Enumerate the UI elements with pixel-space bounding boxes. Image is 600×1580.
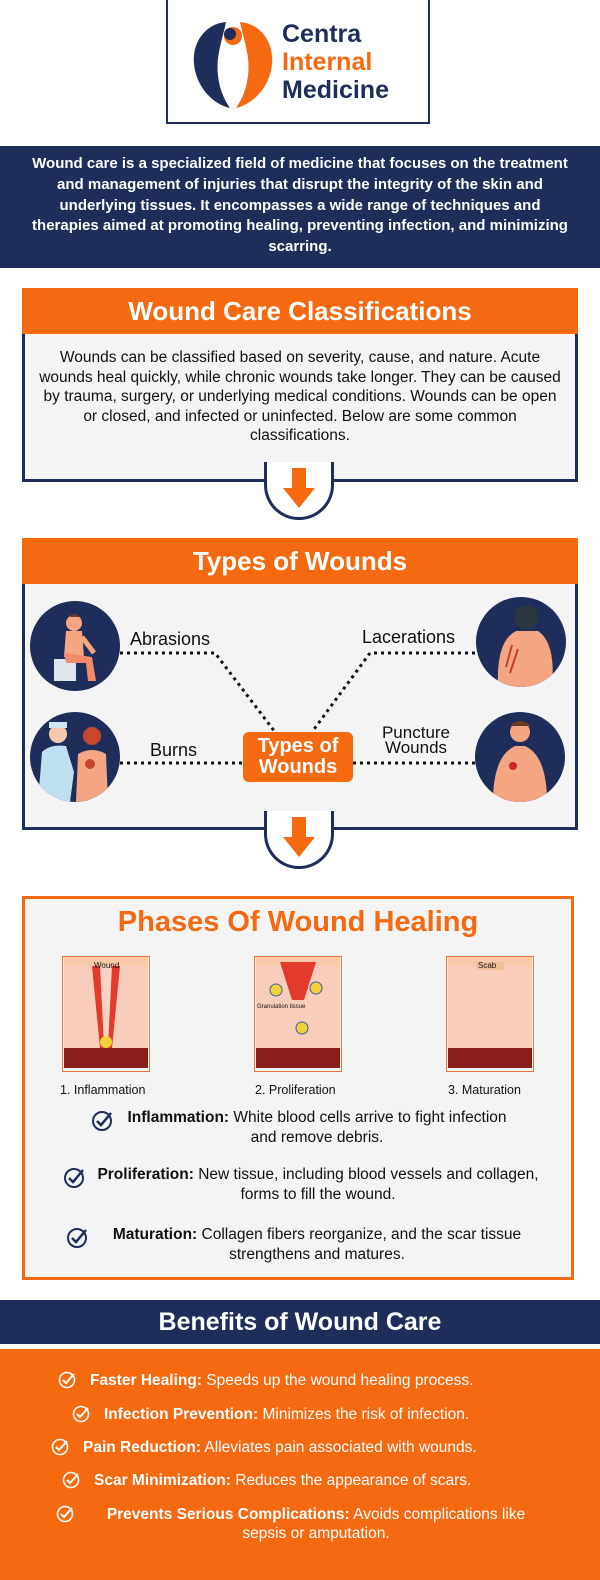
wound-image-label: Wound bbox=[94, 961, 119, 970]
benefit-term: Infection Prevention: bbox=[104, 1406, 259, 1423]
benefit-desc: Minimizes the risk of infection. bbox=[258, 1406, 470, 1423]
check-icon bbox=[64, 1168, 84, 1188]
classifications-title: Wound Care Classifications bbox=[22, 288, 578, 334]
burns-image bbox=[30, 712, 120, 802]
arrow-down-2 bbox=[264, 811, 334, 869]
logo-icon bbox=[193, 22, 273, 108]
arrow-down-icon bbox=[283, 468, 315, 508]
person-front-icon bbox=[493, 721, 547, 802]
benefit-term: Faster Healing: bbox=[90, 1372, 202, 1389]
benefit-item-scar-minimization: Scar Minimization: Reduces the appearanc… bbox=[94, 1471, 544, 1490]
check-icon bbox=[51, 1438, 69, 1456]
logo-line-2: Internal bbox=[282, 48, 373, 76]
doctor-patient-icon bbox=[38, 722, 108, 802]
benefit-desc: Speeds up the wound healing process. bbox=[201, 1372, 474, 1389]
maturation-image: Scab bbox=[446, 956, 534, 1072]
check-icon bbox=[72, 1405, 90, 1423]
benefit-item-infection-prevention: Infection Prevention: Minimizes the risk… bbox=[104, 1405, 534, 1424]
phase-caption-1: 1. Inflammation bbox=[60, 1083, 146, 1097]
benefits-panel bbox=[0, 1349, 600, 1580]
benefit-desc: Alleviates pain associated with wounds. bbox=[200, 1439, 477, 1456]
check-icon bbox=[56, 1505, 74, 1523]
phase-item-maturation: Maturation: Collagen fibers reorganize, … bbox=[99, 1225, 535, 1264]
type-burns-label: Burns bbox=[150, 740, 198, 760]
phase-term: Maturation: bbox=[112, 1226, 198, 1243]
abrasions-image bbox=[30, 601, 120, 691]
benefit-item-pain-reduction: Pain Reduction: Alleviates pain associat… bbox=[83, 1438, 553, 1457]
phase-caption-2: 2. Proliferation bbox=[255, 1083, 336, 1097]
granulation-image-label: Granulation tissue bbox=[257, 1004, 306, 1010]
check-icon bbox=[67, 1228, 87, 1248]
benefits-title: Benefits of Wound Care bbox=[0, 1300, 600, 1344]
benefit-term: Pain Reduction: bbox=[83, 1439, 201, 1456]
types-title: Types of Wounds bbox=[22, 538, 578, 584]
phases-title: Phases Of Wound Healing bbox=[117, 906, 479, 938]
logo-line-1: Centra bbox=[282, 20, 362, 48]
benefit-desc: Avoids complications like sepsis or ampu… bbox=[242, 1506, 526, 1542]
type-puncture-label: Puncture Wounds bbox=[381, 723, 451, 757]
check-icon bbox=[92, 1111, 112, 1131]
arrow-down-1 bbox=[264, 462, 334, 520]
check-icon bbox=[58, 1371, 76, 1389]
person-back-icon bbox=[497, 605, 553, 687]
type-abrasions-label: Abrasions bbox=[130, 629, 211, 649]
phase-item-inflammation: Inflammation: White blood cells arrive t… bbox=[124, 1108, 510, 1147]
scab-image-label: Scab bbox=[478, 961, 497, 970]
phase-desc: New tissue, including blood vessels and … bbox=[193, 1166, 539, 1203]
phase-item-proliferation: Proliferation: New tissue, including blo… bbox=[96, 1165, 540, 1204]
phase-desc: Collagen fibers reorganize, and the scar… bbox=[197, 1226, 522, 1263]
lacerations-image bbox=[476, 597, 566, 687]
logo-text: Centra Internal Medicine bbox=[282, 20, 389, 104]
benefit-term: Prevents Serious Complications: bbox=[106, 1506, 350, 1523]
person-sitting-icon bbox=[54, 614, 96, 681]
check-icon bbox=[62, 1471, 80, 1489]
phase-caption-3: 3. Maturation bbox=[448, 1083, 521, 1097]
intro-banner: Wound care is a specialized field of med… bbox=[0, 146, 600, 268]
logo-box: Centra Internal Medicine bbox=[166, 0, 430, 124]
type-lacerations-label: Lacerations bbox=[362, 627, 456, 647]
benefit-item-faster-healing: Faster Healing: Speeds up the wound heal… bbox=[90, 1371, 550, 1390]
classifications-text: Wounds can be classified based on severi… bbox=[39, 349, 561, 444]
benefit-item-prevents-complications: Prevents Serious Complications: Avoids c… bbox=[88, 1505, 544, 1543]
proliferation-image: Granulation tissue bbox=[254, 956, 342, 1072]
phase-desc: White blood cells arrive to fight infect… bbox=[229, 1109, 507, 1146]
phase-term: Inflammation: bbox=[127, 1109, 230, 1126]
puncture-image bbox=[475, 712, 565, 802]
benefit-desc: Reduces the appearance of scars. bbox=[230, 1472, 472, 1489]
classifications-panel bbox=[22, 334, 578, 482]
arrow-down-icon bbox=[283, 817, 315, 857]
inflammation-image: Wound bbox=[62, 956, 150, 1072]
phase-term: Proliferation: bbox=[97, 1166, 194, 1183]
types-center-badge: Types of Wounds bbox=[243, 732, 353, 782]
benefit-term: Scar Minimization: bbox=[94, 1472, 231, 1489]
logo-line-3: Medicine bbox=[282, 76, 389, 104]
